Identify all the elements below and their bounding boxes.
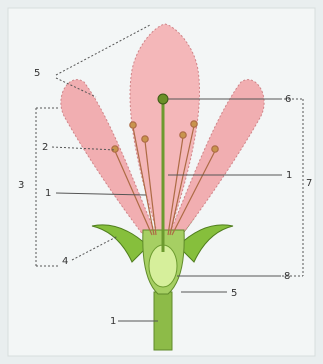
anther (130, 122, 136, 128)
label-bottom-mid: 5 (231, 288, 237, 299)
label-right-top: 6 (285, 94, 291, 105)
anther (191, 121, 197, 127)
anther (180, 132, 186, 138)
label-left-upper: 2 (42, 142, 48, 153)
label-left-lower: 4 (62, 256, 68, 267)
label-right-mid: 1 (286, 170, 292, 181)
label-top-left: 5 (34, 68, 40, 79)
anther (112, 146, 118, 152)
label-left-mid: 1 (45, 188, 51, 199)
anther (142, 136, 148, 142)
anther (212, 146, 218, 152)
label-right-bottom: 8 (284, 271, 290, 282)
stigma (158, 94, 168, 104)
label-bottom-left: 1 (110, 316, 116, 327)
label-left-outer: 3 (18, 180, 24, 191)
label-right-outer: 7 (306, 178, 312, 189)
